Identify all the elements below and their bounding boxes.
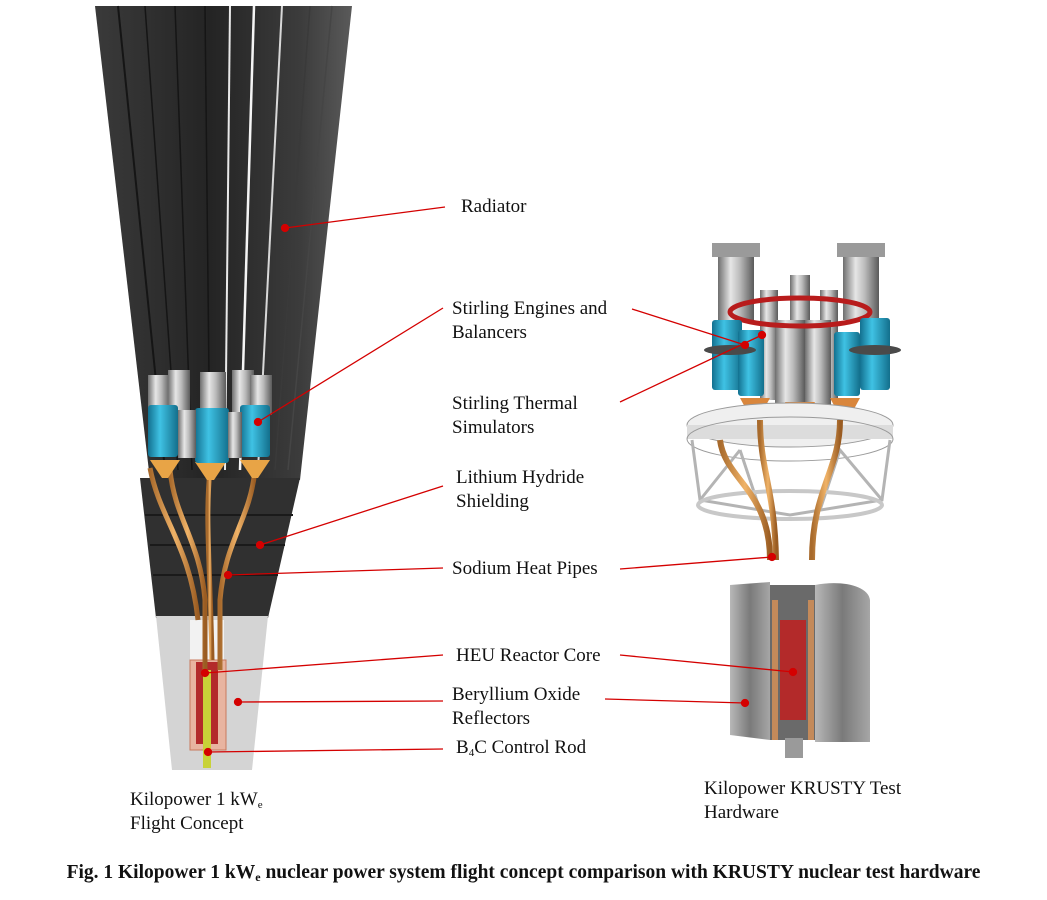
label-stirling-engines-line2: Balancers bbox=[452, 322, 527, 343]
label-lithium-hydride-line1: Lithium Hydride bbox=[456, 467, 585, 488]
krusty-shield bbox=[730, 582, 770, 740]
caption-sub: e bbox=[255, 870, 261, 884]
label-beryllium-line2: Reflectors bbox=[452, 708, 531, 729]
control-rod-sub: 4 bbox=[468, 747, 475, 759]
krusty-title-line1: Kilopower KRUSTY Test bbox=[704, 778, 902, 799]
label-control-rod: B4C Control Rod bbox=[456, 736, 586, 765]
label-beryllium-line1: Beryllium Oxide bbox=[452, 684, 581, 705]
leader-lines bbox=[200, 206, 798, 757]
label-lithium-hydride-line2: Shielding bbox=[456, 491, 529, 512]
label-radiator: Radiator bbox=[461, 196, 527, 217]
label-stirling-thermal-line2: Simulators bbox=[452, 417, 535, 438]
krusty-title-line2: Hardware bbox=[704, 802, 779, 823]
krusty-illustration bbox=[686, 243, 901, 758]
flight-concept-prefix: Kilopower 1 kW bbox=[130, 789, 258, 810]
flight-concept-title-line2: Flight Concept bbox=[130, 813, 244, 834]
flight-concept-sub: e bbox=[257, 799, 263, 811]
flight-concept-title-line1: Kilopower 1 kWe bbox=[130, 788, 263, 817]
flight-heat-pipes bbox=[147, 467, 258, 670]
caption-suffix: nuclear power system flight concept comp… bbox=[260, 862, 981, 883]
caption-prefix: Fig. 1 Kilopower 1 kW bbox=[66, 862, 256, 883]
flight-stirling-engines bbox=[148, 370, 272, 463]
label-sodium-heat-pipes: Sodium Heat Pipes bbox=[452, 558, 598, 579]
label-stirling-engines-line1: Stirling Engines and bbox=[452, 298, 608, 319]
radiator-panel bbox=[95, 6, 352, 480]
control-rod-prefix: B bbox=[456, 737, 469, 758]
control-rod-suffix: C Control Rod bbox=[474, 737, 587, 758]
label-heu-core: HEU Reactor Core bbox=[456, 645, 601, 666]
flight-concept-illustration bbox=[95, 5, 352, 770]
figure-caption: Fig. 1 Kilopower 1 kWe nuclear power sys… bbox=[0, 862, 1047, 885]
label-stirling-thermal-line1: Stirling Thermal bbox=[452, 393, 578, 414]
